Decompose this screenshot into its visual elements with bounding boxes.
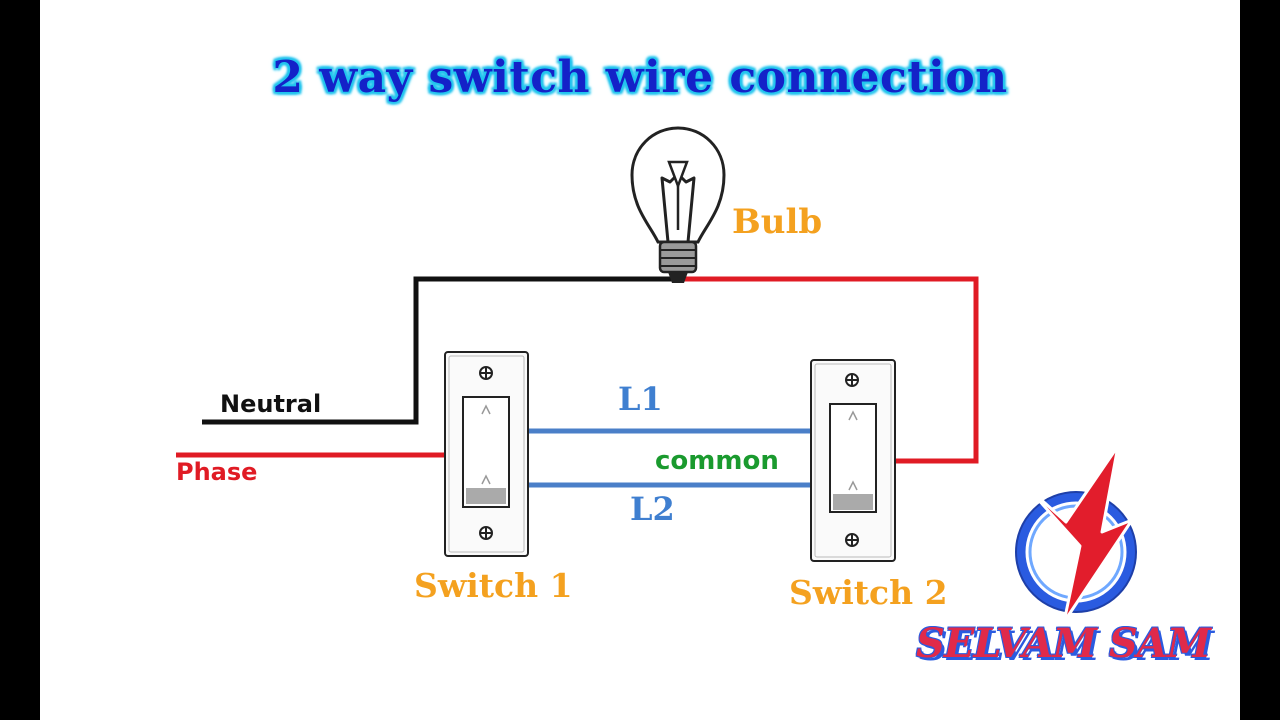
logo-icon — [1015, 444, 1137, 624]
common-label: common — [655, 446, 779, 476]
diagram-canvas: 2 way switch wire connection — [40, 0, 1240, 720]
l1-label: L1 — [618, 380, 663, 418]
neutral-wire — [202, 276, 680, 425]
phase-label: Phase — [176, 458, 258, 486]
l2-label: L2 — [630, 490, 675, 528]
bulb-icon — [630, 126, 726, 283]
switch-2-icon — [810, 359, 896, 562]
switch-1-label: Switch 1 — [414, 566, 573, 605]
switch-1-icon — [444, 351, 529, 557]
wiring-diagram — [176, 126, 1137, 624]
brand-logo-text: SELVAM SAM — [916, 620, 1211, 667]
diagram-title: 2 way switch wire connection — [272, 52, 1008, 103]
phase-wire-return — [680, 276, 979, 464]
neutral-label: Neutral — [220, 390, 322, 418]
bulb-label: Bulb — [732, 202, 823, 242]
switch-2-label: Switch 2 — [789, 573, 948, 612]
